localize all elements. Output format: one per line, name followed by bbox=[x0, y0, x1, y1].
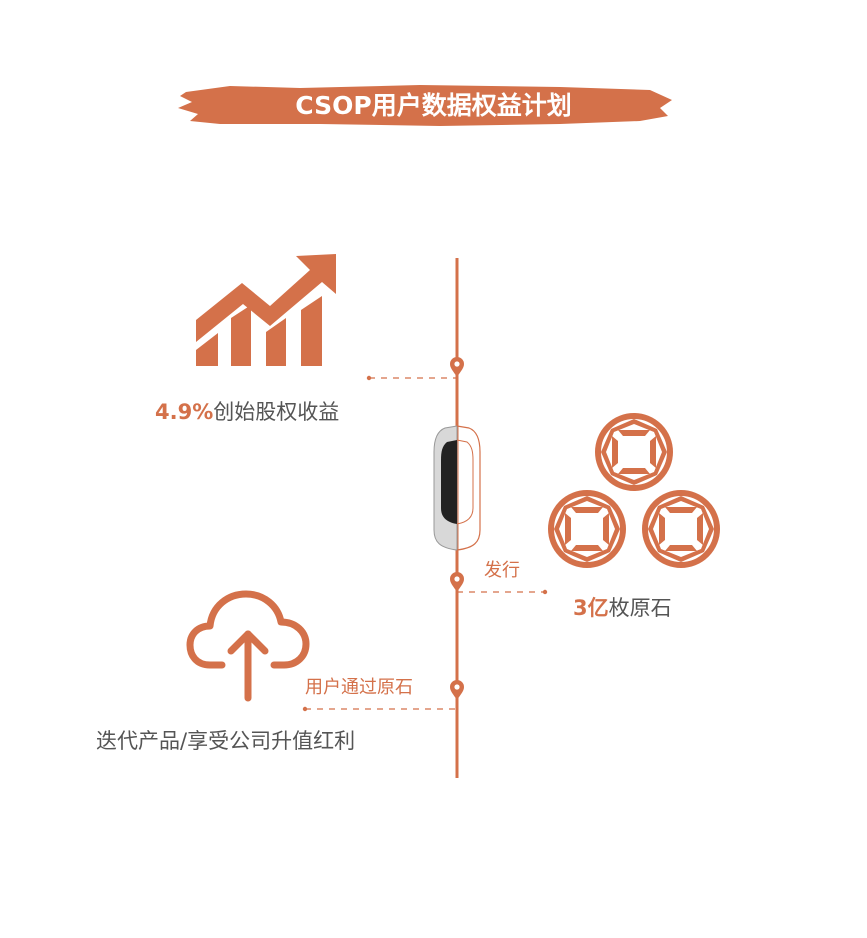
via-stones-label: 用户通过原石 bbox=[305, 677, 413, 698]
connector-dots bbox=[302, 375, 548, 712]
stones-highlight: 3亿 bbox=[573, 596, 609, 620]
stones-text: 枚原石 bbox=[608, 596, 672, 620]
gemstone-icons bbox=[551, 413, 717, 565]
map-pin-icons bbox=[450, 357, 464, 700]
growth-chart-icon bbox=[196, 254, 336, 366]
title-brush-banner bbox=[178, 85, 672, 126]
car-icon bbox=[433, 425, 481, 551]
equity-label: 4.9%创始股权收益 bbox=[155, 396, 339, 426]
product-label: 迭代产品/享受公司升值红利 bbox=[96, 729, 356, 753]
cloud-upload-icon bbox=[186, 590, 310, 702]
equity-highlight: 4.9% bbox=[155, 400, 214, 424]
issue-label: 发行 bbox=[484, 560, 520, 581]
equity-text: 创始股权收益 bbox=[213, 400, 340, 424]
page-title: CSOP用户数据权益计划 bbox=[295, 91, 572, 120]
connector-lines bbox=[305, 377, 545, 710]
stones-label: 3亿枚原石 bbox=[573, 592, 672, 622]
